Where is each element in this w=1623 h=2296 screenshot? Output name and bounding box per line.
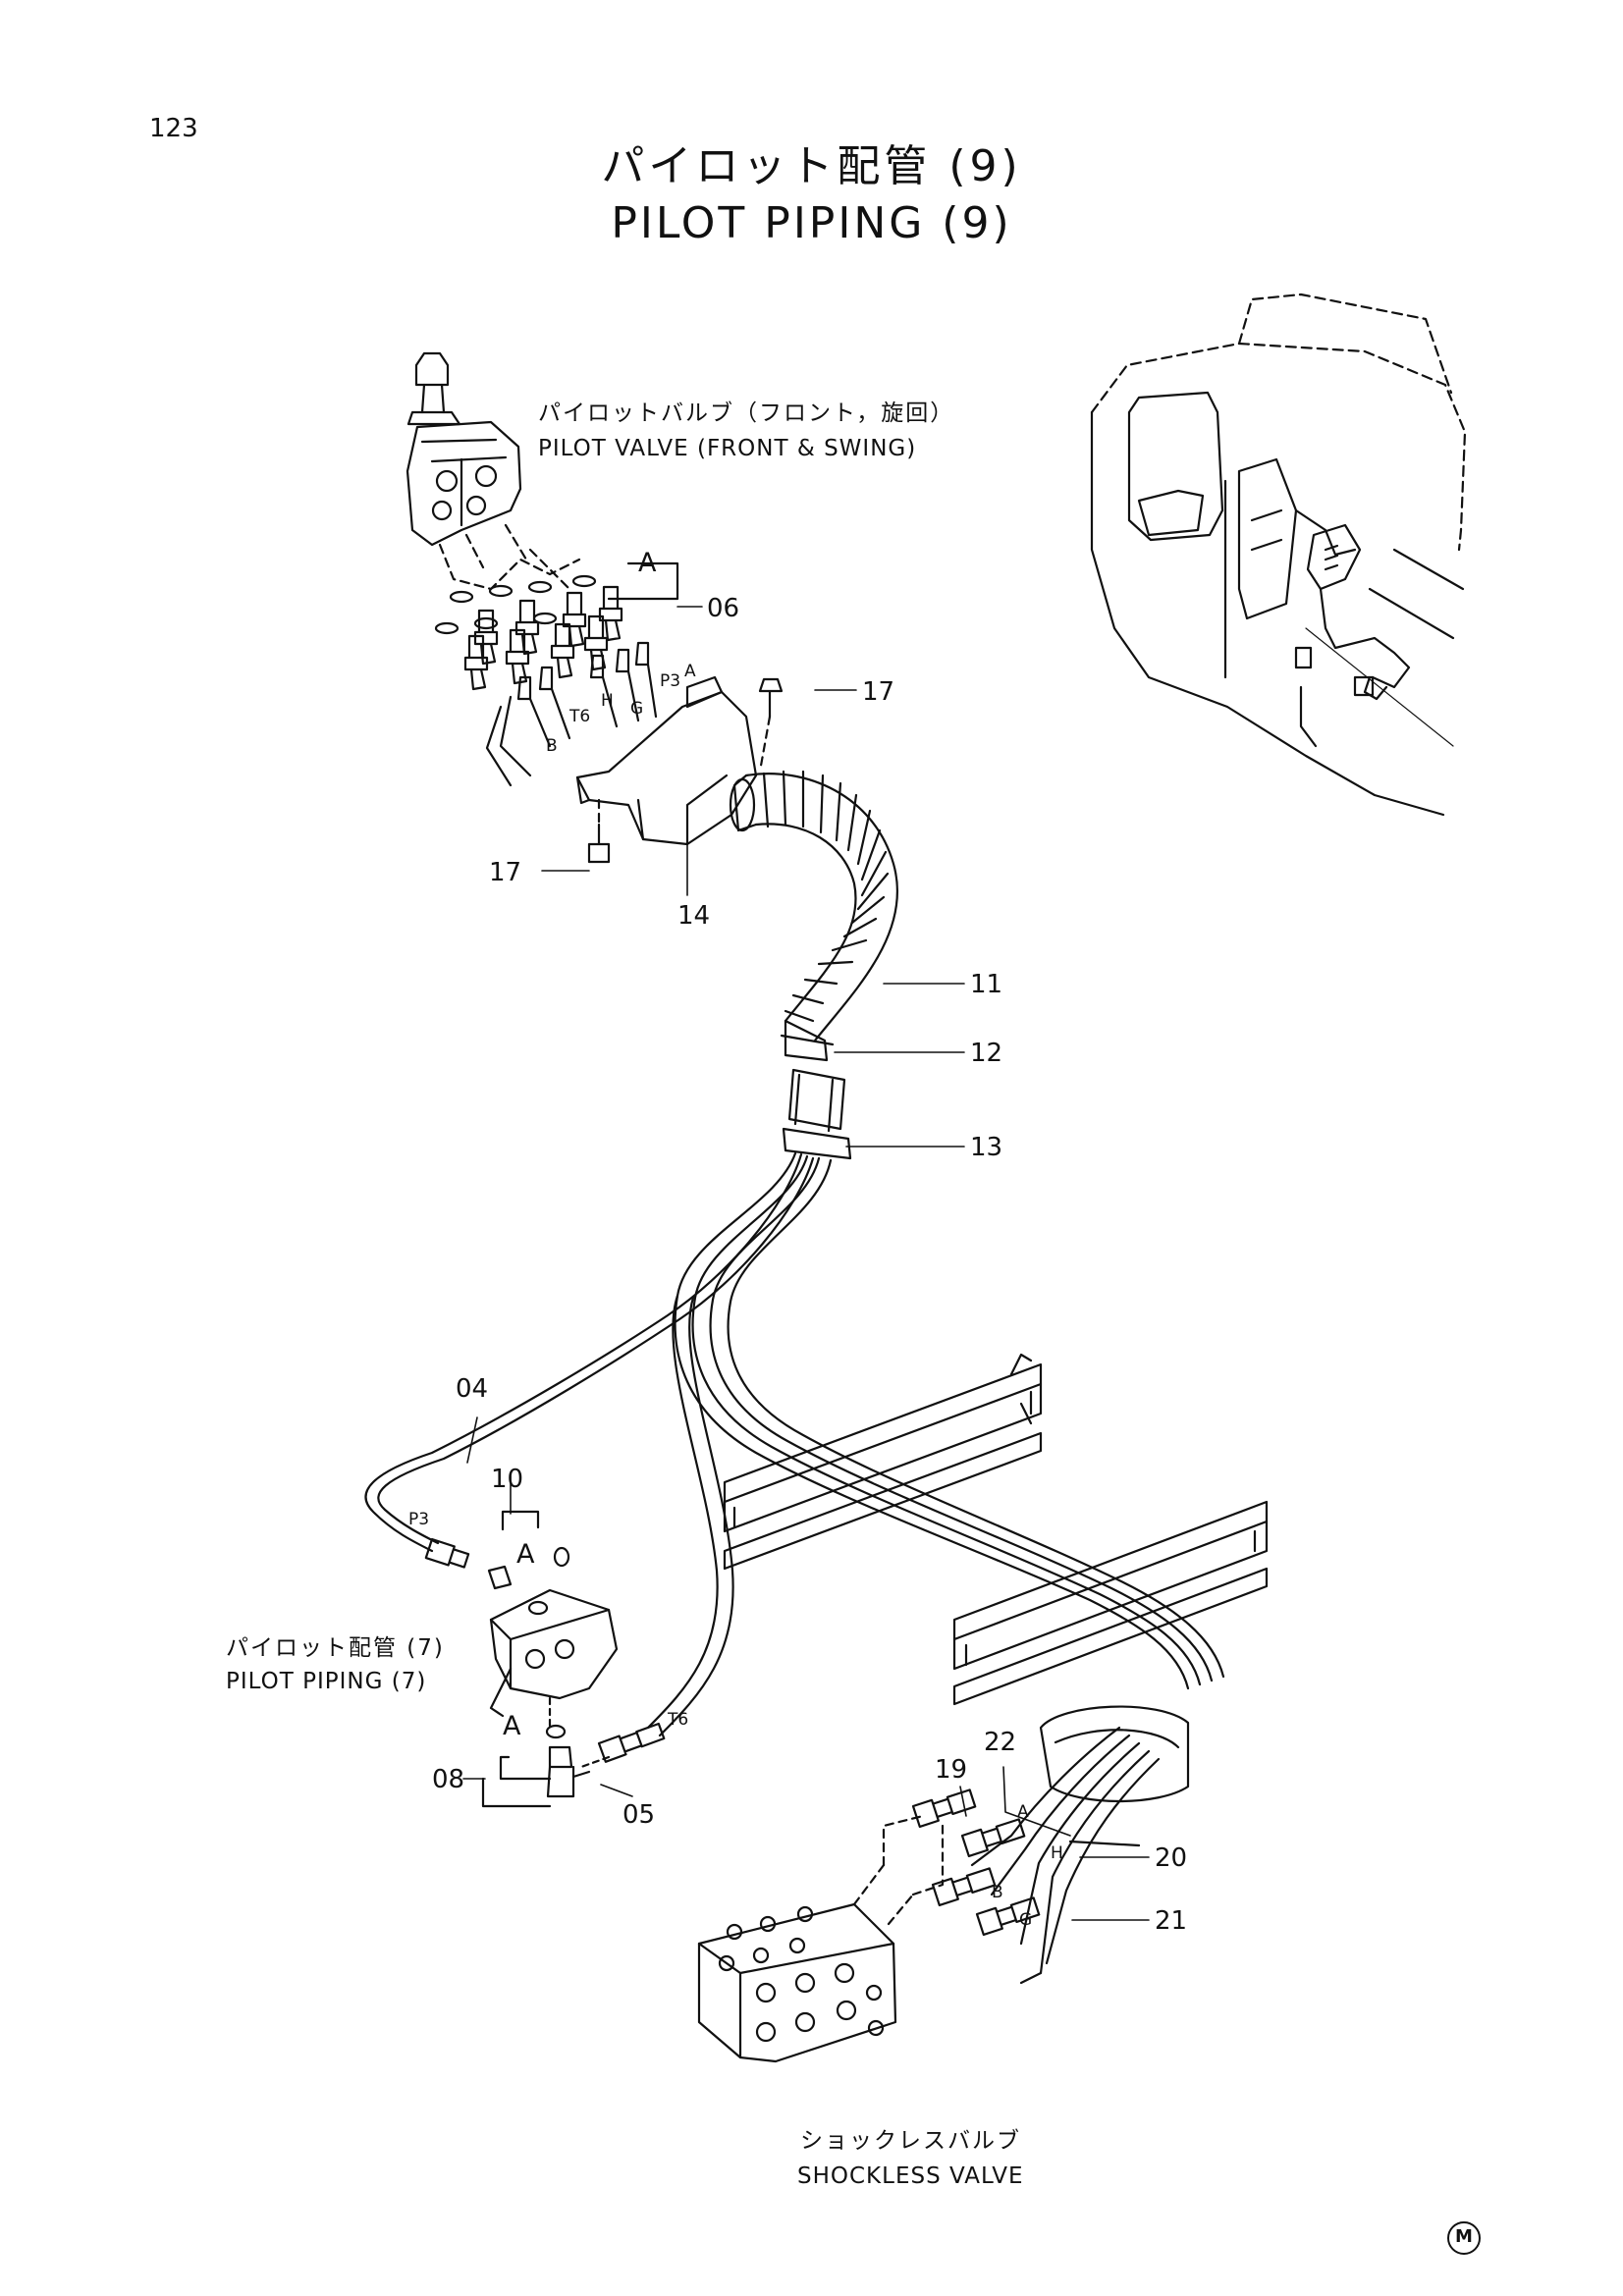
- part-number-10: 10: [491, 1465, 524, 1494]
- part-number-08: 08: [432, 1765, 465, 1794]
- page-number: 123: [149, 114, 198, 143]
- valve-end-fittings-drawing: [911, 1789, 1041, 1937]
- shockless-valve-label-japanese: ショックレスバルブ: [800, 2128, 1021, 2154]
- circled-m-symbol: M: [1447, 2221, 1481, 2255]
- pilot-valve-drawing: [406, 351, 679, 635]
- title-english: PILOT PIPING (9): [611, 198, 1012, 248]
- part-number-14: 14: [677, 901, 711, 931]
- pilot-piping-7-label-japanese: パイロット配管 (7): [226, 1635, 445, 1661]
- port-label-a-top: A: [684, 662, 696, 681]
- part-number-04: 04: [456, 1374, 489, 1404]
- shockless-valve-drawing: [697, 1814, 945, 2063]
- part-number-17-bottom: 17: [489, 858, 522, 887]
- part-number-05: 05: [622, 1800, 656, 1830]
- port-label-b-valve: B: [992, 1883, 1003, 1902]
- part-number-21: 21: [1155, 1906, 1188, 1936]
- part-number-12: 12: [970, 1039, 1003, 1068]
- part-number-06: 06: [707, 594, 740, 623]
- port-label-h-top: H: [601, 691, 614, 711]
- frame-rails-drawing: [723, 1353, 1269, 1706]
- part-number-11: 11: [970, 970, 1003, 999]
- corrugated-tube-drawing: [729, 770, 899, 1160]
- port-label-h-valve: H: [1051, 1843, 1063, 1863]
- hose-bundle-drawing: [364, 1151, 1225, 1737]
- pilot-valve-label-english: PILOT VALVE (FRONT & SWING): [538, 436, 917, 461]
- cab-inset-drawing: [1090, 293, 1467, 817]
- hose-ends-drawing: [485, 641, 784, 864]
- port-label-p3-top: P3: [660, 671, 681, 691]
- port-label-p3-left: P3: [408, 1510, 430, 1529]
- port-label-t6-lower: T6: [668, 1710, 689, 1730]
- port-label-b-top: B: [546, 736, 558, 756]
- part-number-17-top: 17: [862, 677, 895, 707]
- part-number-22: 22: [984, 1728, 1017, 1757]
- hose-loop-drawing: [970, 1705, 1190, 1985]
- port-label-g-valve: G: [1019, 1910, 1033, 1930]
- group-mark-a-middle: A: [516, 1539, 535, 1570]
- part-number-19: 19: [935, 1755, 968, 1785]
- shockless-valve-label-english: SHOCKLESS VALVE: [797, 2163, 1024, 2189]
- part-number-20: 20: [1155, 1843, 1188, 1873]
- port-label-g-top: G: [630, 699, 644, 719]
- title-japanese: パイロット配管 (9): [601, 141, 1022, 191]
- port-label-t6-top: T6: [569, 707, 591, 726]
- leader-lines: [462, 606, 1150, 1921]
- pilot-valve-label-japanese: パイロットバルブ（フロント，旋回）: [538, 400, 955, 426]
- pilot-piping-7-label-english: PILOT PIPING (7): [226, 1669, 427, 1694]
- selector-block-drawing: [424, 1510, 666, 1808]
- part-number-13: 13: [970, 1133, 1003, 1162]
- group-mark-a-top: A: [638, 548, 657, 578]
- port-label-a-valve: A: [1017, 1802, 1029, 1822]
- circled-m-letter: M: [1455, 2226, 1473, 2247]
- group-mark-a-lower: A: [503, 1711, 521, 1741]
- elbow-fittings-drawing: [463, 585, 623, 691]
